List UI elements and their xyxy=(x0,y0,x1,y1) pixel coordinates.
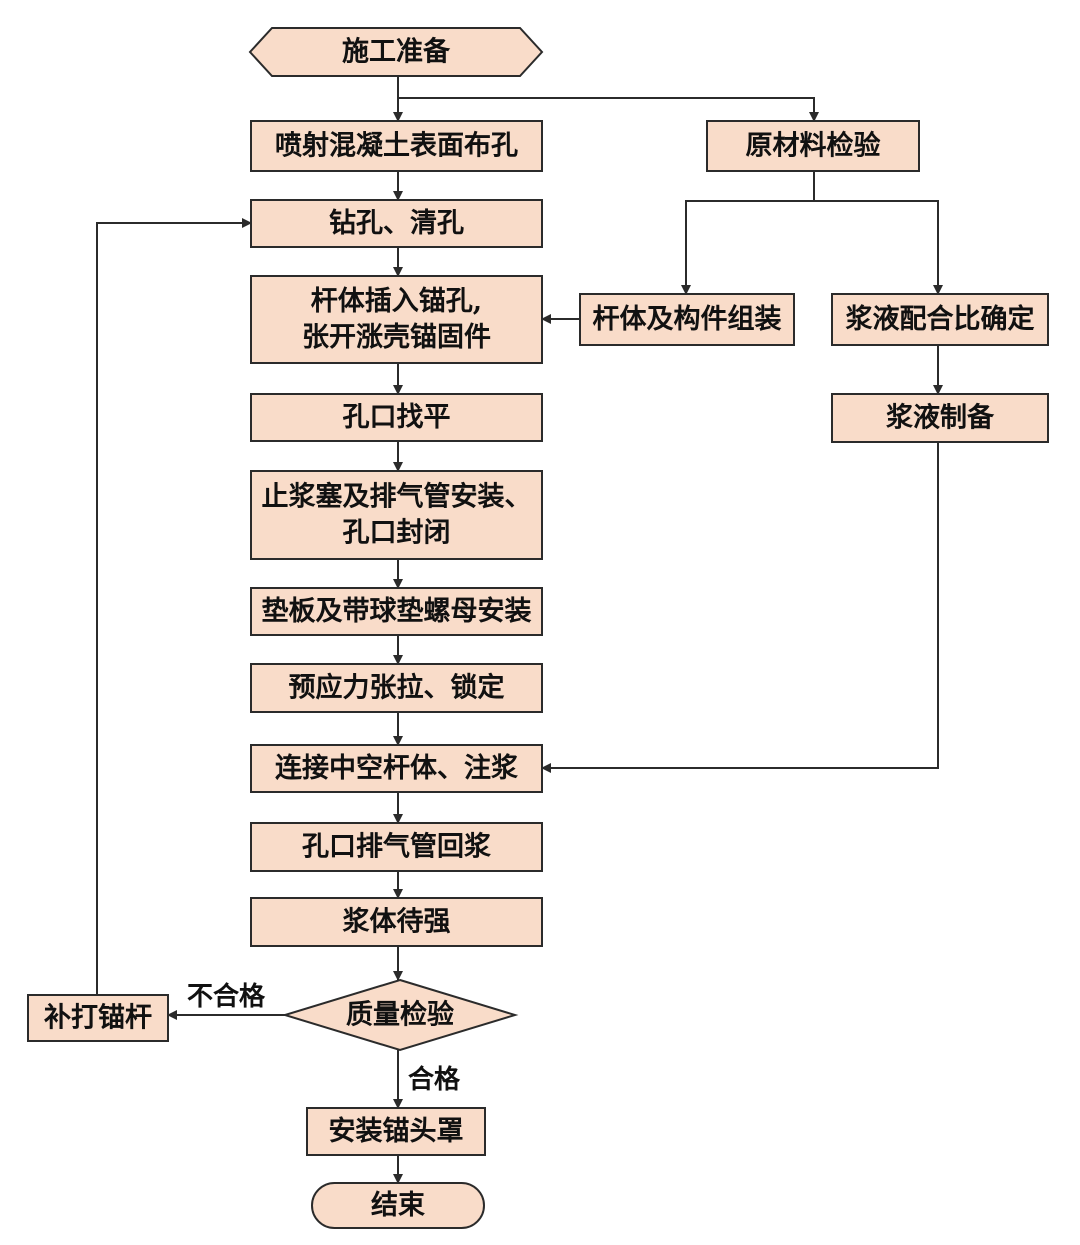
node-slurry-label-1: 浆液制备 xyxy=(886,402,995,434)
node-grout: 连接中空杆体、注浆 xyxy=(250,744,543,793)
node-return-label-1: 孔口排气管回浆 xyxy=(302,831,492,863)
node-grout-shape xyxy=(250,744,543,793)
node-cure-label-1: 浆体待强 xyxy=(343,906,451,938)
node-end-label-1: 结束 xyxy=(371,1190,425,1221)
node-assemble: 杆体及构件组装 xyxy=(579,293,795,346)
node-shotcrete-shape xyxy=(250,120,543,172)
node-slurry: 浆液制备 xyxy=(831,393,1049,443)
node-plate-shape xyxy=(250,587,543,636)
edge-start-to-material xyxy=(398,97,819,122)
node-material-shape xyxy=(706,120,920,172)
node-start-shape xyxy=(248,27,544,77)
node-grout-label-1: 连接中空杆体、注浆 xyxy=(275,752,519,784)
node-prestress-shape xyxy=(250,663,543,713)
node-shotcrete: 喷射混凝土表面布孔 xyxy=(250,120,543,172)
node-shotcrete-label-1: 喷射混凝土表面布孔 xyxy=(275,131,518,162)
node-end-shape xyxy=(311,1182,485,1229)
node-redo: 补打锚杆 xyxy=(27,994,169,1042)
node-drill-shape xyxy=(250,199,543,248)
node-insert-shape xyxy=(250,275,543,364)
edge-label-inspect-to-redo: 不合格 xyxy=(187,981,266,1012)
node-cure-shape xyxy=(250,897,543,947)
node-cap-label-1: 安装锚头罩 xyxy=(329,1116,464,1147)
node-assemble-shape xyxy=(579,293,795,346)
node-inspect: 质量检验 xyxy=(281,978,519,1052)
node-redo-shape xyxy=(27,994,169,1042)
node-drill-label-1: 钻孔、清孔 xyxy=(329,208,464,239)
node-plug: 止浆塞及排气管安装、孔口封闭 xyxy=(250,470,543,560)
node-material: 原材料检验 xyxy=(706,120,920,172)
node-plug-label-2: 孔口封闭 xyxy=(343,518,451,549)
edge-slurry-to-grout xyxy=(541,442,939,773)
node-slurry-shape xyxy=(831,393,1049,443)
node-mix-shape xyxy=(831,293,1049,346)
node-cap: 安装锚头罩 xyxy=(306,1107,486,1156)
edge-redo-to-drill xyxy=(96,218,252,995)
node-material-label-1: 原材料检验 xyxy=(746,130,881,162)
node-assemble-label-1: 杆体及构件组装 xyxy=(593,303,782,335)
node-prestress-label-1: 预应力张拉、锁定 xyxy=(289,672,505,704)
node-mix-label-1: 浆液配合比确定 xyxy=(846,303,1035,335)
node-plug-shape xyxy=(250,470,543,560)
node-level-shape xyxy=(250,393,543,442)
node-prestress: 预应力张拉、锁定 xyxy=(250,663,543,713)
node-return-shape xyxy=(250,822,543,872)
node-level-label-1: 孔口找平 xyxy=(343,402,451,433)
node-plate: 垫板及带球垫螺母安装 xyxy=(250,587,543,636)
node-insert: 杆体插入锚孔, 张开涨壳锚固件 xyxy=(250,275,543,364)
node-cap-shape xyxy=(306,1107,486,1156)
node-plate-label-1: 垫板及带球垫螺母安装 xyxy=(262,596,532,627)
node-inspect-shape xyxy=(281,978,519,1052)
edges: 合格 不合格 xyxy=(96,76,943,1184)
node-plug-label-1: 止浆塞及排气管安装、 xyxy=(262,481,532,513)
node-end: 结束 xyxy=(311,1182,485,1229)
node-level: 孔口找平 xyxy=(250,393,543,442)
node-drill: 钻孔、清孔 xyxy=(250,199,543,248)
node-start-label-1: 施工准备 xyxy=(342,37,451,68)
edge-material-to-mix xyxy=(814,200,943,295)
node-mix: 浆液配合比确定 xyxy=(831,293,1049,346)
edge-material-to-assemble xyxy=(681,171,815,295)
node-return: 孔口排气管回浆 xyxy=(250,822,543,872)
node-inspect-label-1: 质量检验 xyxy=(346,999,454,1031)
node-insert-label-2: 张开涨壳锚固件 xyxy=(302,322,491,353)
node-redo-label-1: 补打锚杆 xyxy=(44,1003,152,1034)
node-cure: 浆体待强 xyxy=(250,897,543,947)
edge-label-inspect-to-cap: 合格 xyxy=(408,1064,461,1095)
node-start: 施工准备 xyxy=(248,27,544,77)
node-insert-label-1: 杆体插入锚孔, xyxy=(311,286,482,317)
